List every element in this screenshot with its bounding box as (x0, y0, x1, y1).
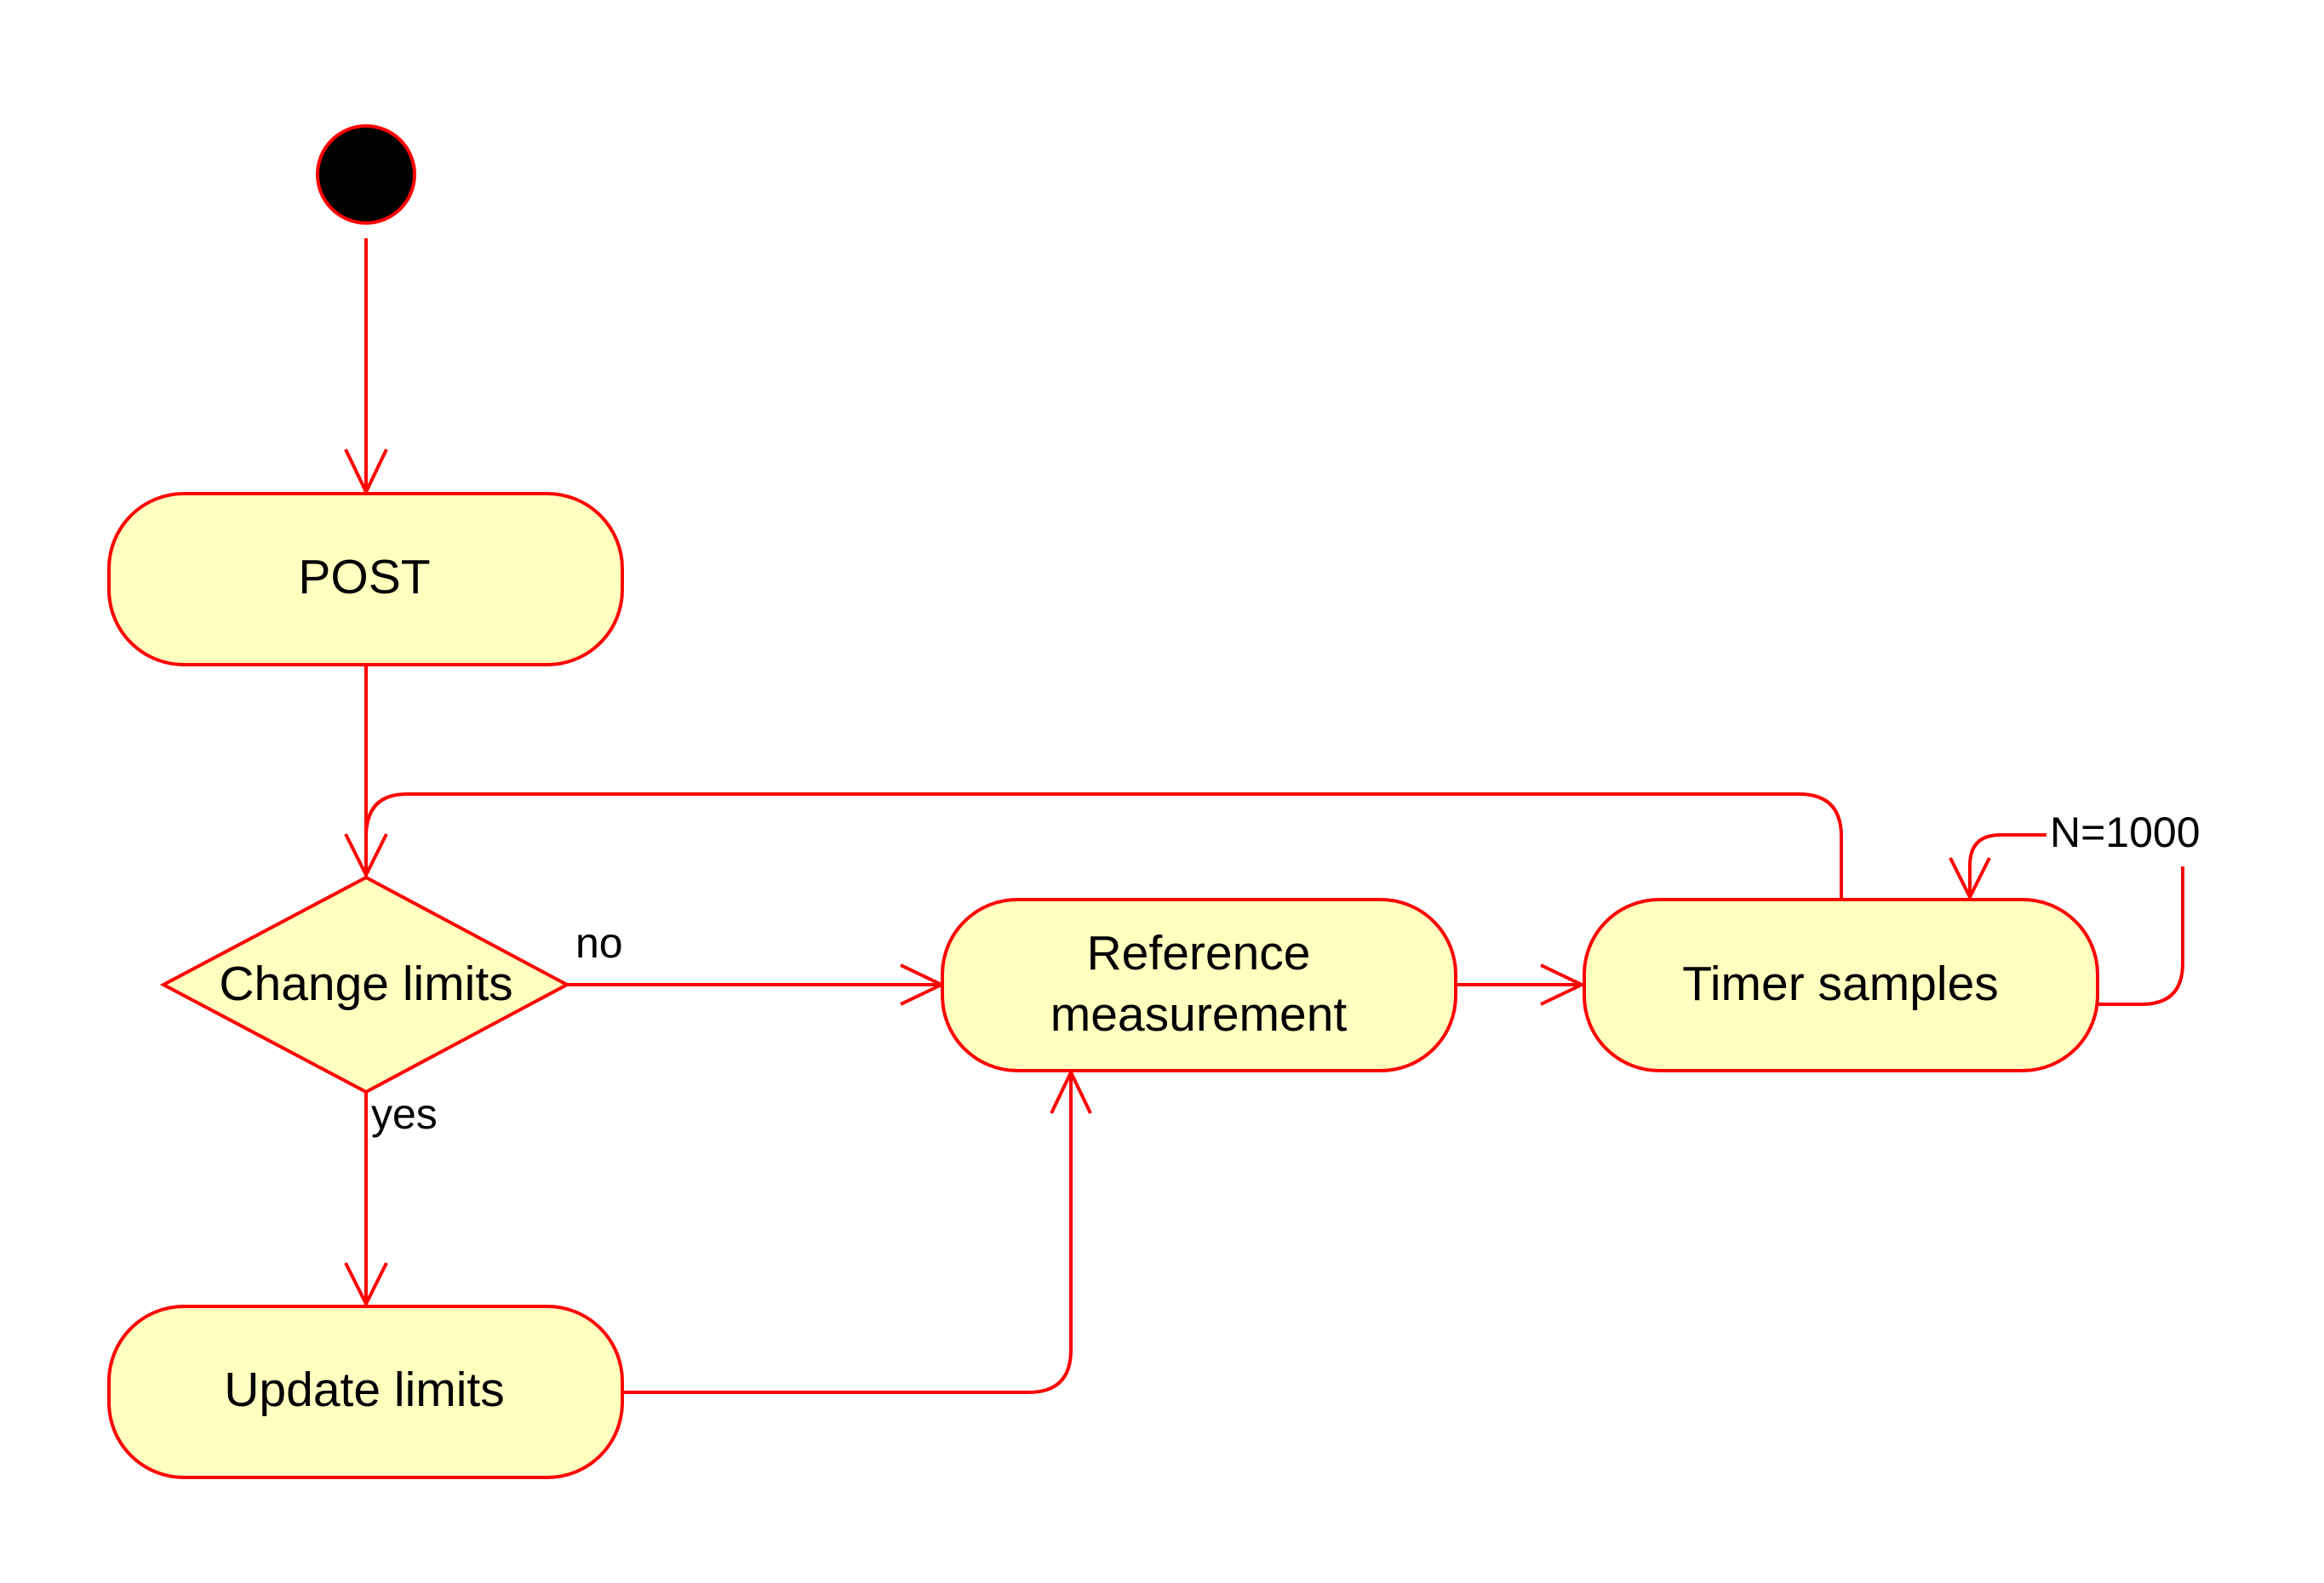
edge-timer-self-loop-return (1968, 833, 2046, 897)
node-decision: Change limits (159, 875, 571, 1094)
edge-reference-to-timer (1456, 963, 1586, 1006)
edge-decision-to-update (344, 1092, 388, 1308)
node-post-label: POST (298, 550, 430, 604)
node-reference-measurement: Reference measurement (941, 898, 1457, 1072)
node-decision-label: Change limits (219, 957, 512, 1011)
node-post: POST (107, 492, 624, 666)
edge-timer-self-loop-arrow (1949, 857, 1991, 901)
node-timer-samples: Timer samples (1583, 898, 2099, 1072)
start-node (316, 124, 416, 225)
edge-update-to-reference (622, 1068, 1092, 1394)
node-update-label: Update limits (224, 1363, 504, 1417)
node-reference-label-line1: Reference (1087, 926, 1311, 980)
edge-label-yes: yes (371, 1090, 438, 1138)
edge-decision-to-reference (567, 963, 946, 1006)
edge-start-to-post (344, 238, 388, 496)
node-reference-label-line2: measurement (1050, 987, 1348, 1042)
node-timer-label: Timer samples (1682, 957, 1999, 1011)
edge-timer-self-loop (2098, 866, 2184, 1006)
edge-label-no: no (575, 919, 623, 967)
edge-label-loop: N=1000 (2050, 809, 2201, 856)
edge-timer-to-decision (364, 792, 1843, 899)
node-update-limits: Update limits (107, 1305, 624, 1479)
